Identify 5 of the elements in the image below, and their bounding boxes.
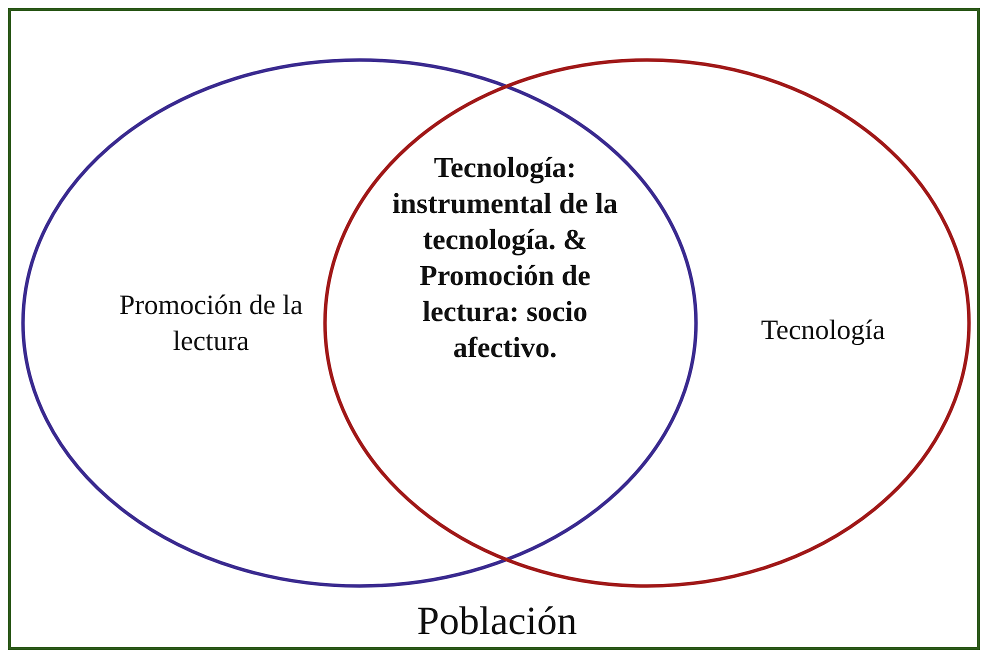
set-label: Promoción de la lectura bbox=[118, 289, 304, 360]
frame-box bbox=[8, 8, 980, 650]
intersection-label: Tecnología: instrumental de la tecnología. & Promoción de lectura: socio afectivo. bbox=[391, 151, 619, 366]
set-label: Tecnología bbox=[760, 314, 886, 348]
population-label: Población bbox=[416, 597, 578, 645]
